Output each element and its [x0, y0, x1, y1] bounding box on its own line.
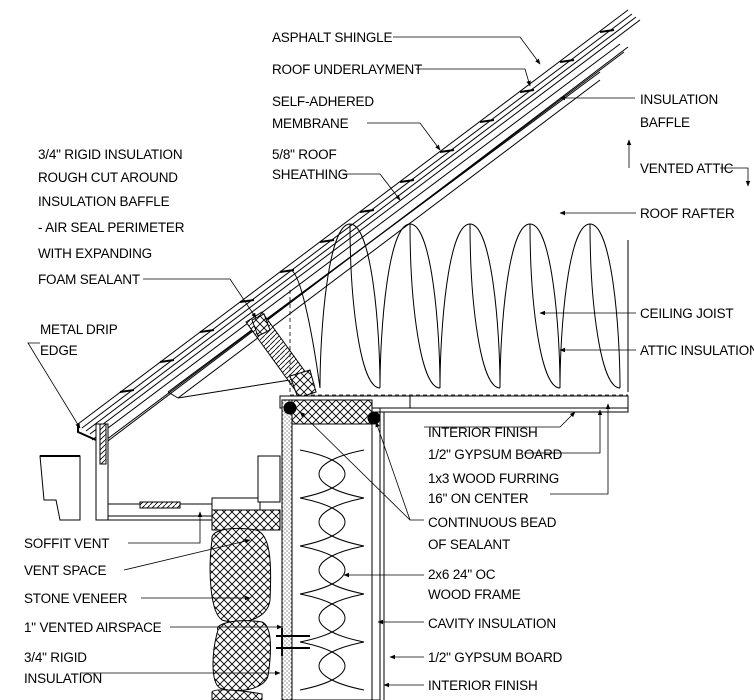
label-interior-finish-bottom: INTERIOR FINISH — [428, 678, 538, 693]
labels: ASPHALT SHINGLE ROOF UNDERLAYMENT SELF-A… — [24, 30, 754, 693]
label-frame-2: WOOD FRAME — [428, 587, 521, 602]
label-cavity-insulation: CAVITY INSULATION — [428, 616, 556, 631]
label-sealant-2: OF SEALANT — [428, 537, 510, 552]
label-rigid-note-5: WITH EXPANDING — [38, 246, 152, 261]
label-roof-rafter: ROOF RAFTER — [640, 206, 735, 221]
label-sealant-1: CONTINUOUS BEAD — [428, 515, 557, 530]
label-self-adhered-1: SELF-ADHERED — [272, 94, 374, 109]
label-furring-2: 16" ON CENTER — [428, 491, 529, 506]
label-gypsum-bottom: 1/2" GYPSUM BOARD — [428, 650, 563, 665]
label-vented-attic: VENTED ATTIC — [640, 161, 734, 176]
label-rigid-note-3: INSULATION BAFFLE — [38, 194, 170, 209]
label-stone-veneer: STONE VENEER — [24, 591, 128, 606]
sealant-bead-inner — [367, 411, 381, 425]
label-gypsum-top: 1/2" GYPSUM BOARD — [428, 447, 563, 462]
label-airspace: 1" VENTED AIRSPACE — [24, 620, 162, 635]
label-ceiling-joist: CEILING JOIST — [640, 306, 733, 321]
sealant-bead-outer — [283, 401, 297, 415]
leader-lines — [27, 36, 751, 688]
label-rigid-note-6: FOAM SEALANT — [38, 272, 140, 287]
rigid-insulation-eave — [245, 311, 317, 399]
label-roof-underlayment: ROOF UNDERLAYMENT — [272, 62, 422, 77]
label-rigid-note-2: ROUGH CUT AROUND — [38, 170, 178, 185]
label-drip-edge-2: EDGE — [40, 343, 78, 358]
soffit-assembly — [39, 423, 281, 531]
roof-assembly — [77, 9, 641, 448]
label-baffle-1: INSULATION — [640, 92, 718, 107]
cavity-insulation — [299, 449, 365, 691]
stone-veneer — [209, 527, 272, 700]
attic-insulation — [289, 223, 629, 396]
label-attic-insulation: ATTIC INSULATION — [640, 343, 754, 358]
wall-assembly — [276, 399, 385, 700]
label-rigid-ins-1: 3/4" RIGID — [24, 650, 87, 665]
asphalt-shingle-tabs — [119, 29, 615, 393]
label-sheathing-1: 5/8" ROOF — [272, 147, 337, 162]
label-rigid-note-1: 3/4" RIGID INSULATION — [38, 147, 182, 162]
label-soffit-vent: SOFFIT VENT — [24, 536, 109, 551]
label-sheathing-2: SHEATHING — [272, 167, 348, 182]
label-rigid-note-4: - AIR SEAL PERIMETER — [38, 220, 185, 235]
label-interior-finish-top: INTERIOR FINISH — [428, 425, 538, 440]
label-asphalt-shingle: ASPHALT SHINGLE — [272, 30, 392, 45]
label-baffle-2: BAFFLE — [640, 115, 690, 130]
label-self-adhered-2: MEMBRANE — [272, 116, 349, 131]
label-vent-space: VENT SPACE — [24, 563, 106, 578]
label-rigid-ins-2: INSULATION — [24, 671, 102, 686]
label-furring-1: 1x3 WOOD FURRING — [428, 471, 559, 486]
label-drip-edge-1: METAL DRIP — [40, 322, 118, 337]
label-frame-1: 2x6 24" OC — [428, 567, 496, 582]
